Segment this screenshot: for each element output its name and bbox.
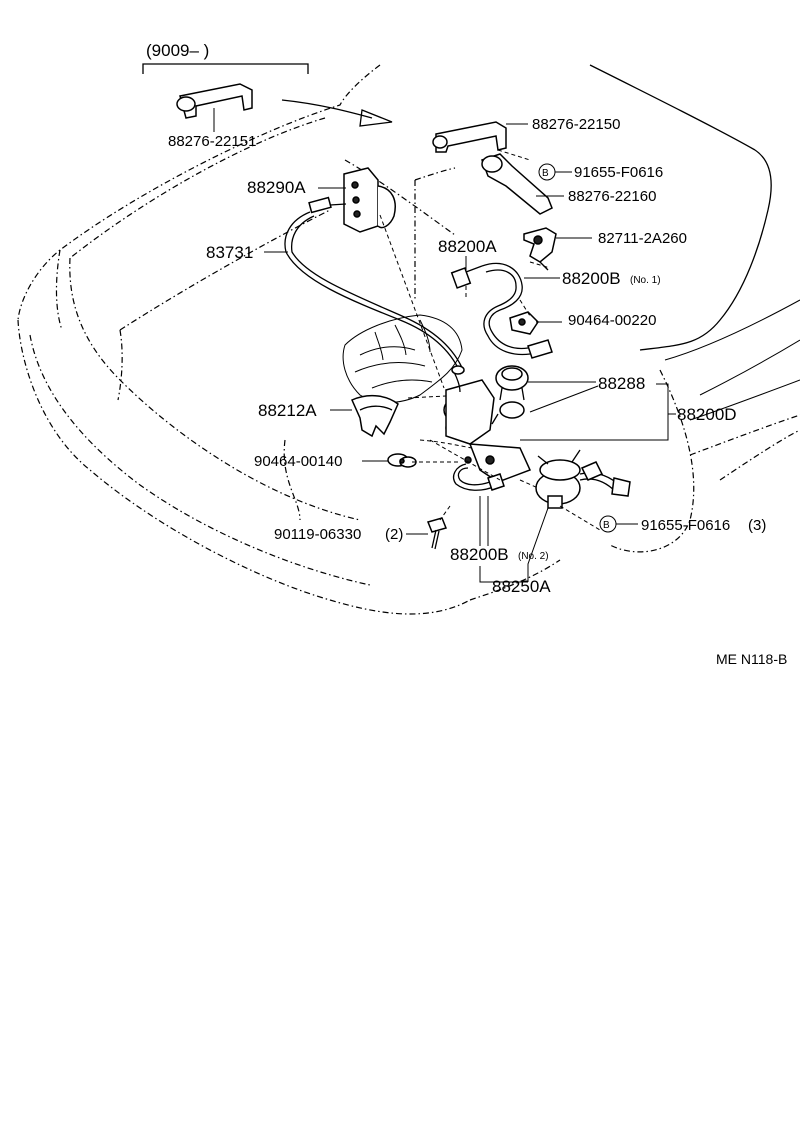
vacuum-pump-88250A (535, 449, 631, 509)
cruise-actuator-assembly (443, 365, 532, 483)
clamp-82711-2A260 (523, 227, 557, 271)
label-88250A: 88250A (492, 577, 551, 596)
label-90464-00220: 90464-00220 (568, 312, 656, 329)
actuator-88290A (308, 167, 396, 233)
label-91655-F0616-lower-qty: (3) (748, 517, 766, 534)
label-88200B-no2-suffix: (No. 2) (518, 551, 549, 562)
label-88200B-no2: 88200B (450, 545, 509, 564)
label-88212A: 88212A (258, 401, 317, 420)
cable-83731 (284, 211, 465, 373)
label-88200D: 88200D (677, 405, 737, 424)
relation-lines (379, 149, 601, 531)
label-88276-22150: 88276-22150 (532, 116, 620, 133)
label-88288: 88288 (598, 374, 645, 393)
vehicle-body-outline (17, 64, 800, 615)
group-label: (9009– ) (146, 41, 209, 60)
label-91655-F0616-lower: 91655-F0616 (641, 517, 730, 534)
label-90464-00140: 90464-00140 (254, 453, 342, 470)
clip-90464-00140 (387, 453, 417, 468)
label-88290A: 88290A (247, 178, 306, 197)
computer-88200A (450, 265, 483, 289)
label-88276-22160: 88276-22160 (568, 188, 656, 205)
label-88200B-no1: 88200B (562, 269, 621, 288)
bracket-88212A (351, 394, 399, 438)
label-88276-22151: 88276-22151 (168, 133, 256, 150)
label-91655-F0616-upper: 91655-F0616 (574, 164, 663, 181)
label-82711-2A260: 82711-2A260 (598, 230, 687, 247)
label-90119-06330-qty: (2) (385, 526, 403, 543)
vacuum-valve-88288 (491, 365, 529, 425)
bracket-88276-22151 (176, 83, 253, 119)
labels: 88276-22151 88276-22150 B 91655-F0616 88… (168, 108, 787, 667)
engine-intake-manifold (342, 314, 463, 403)
label-90119-06330: 90119-06330 (274, 526, 361, 543)
b-mark-lower: B (603, 520, 610, 531)
label-88200B-no1-suffix: (No. 1) (630, 275, 661, 286)
clip-90464-00220 (509, 311, 539, 335)
bolt-90119-06330 (426, 517, 448, 550)
label-88200A: 88200A (438, 237, 497, 256)
b-mark-upper: B (542, 168, 549, 179)
diagram-code: ME N118-B (716, 651, 787, 667)
bracket-88276-22150 (432, 121, 507, 153)
hose-no1-88200B (481, 262, 553, 359)
hose-no2-88200B (452, 463, 505, 491)
group-bracket: (9009– ) (142, 41, 309, 74)
bracket-88276-22160 (481, 153, 553, 215)
label-83731: 83731 (206, 243, 253, 262)
replacement-arrow (281, 99, 393, 127)
